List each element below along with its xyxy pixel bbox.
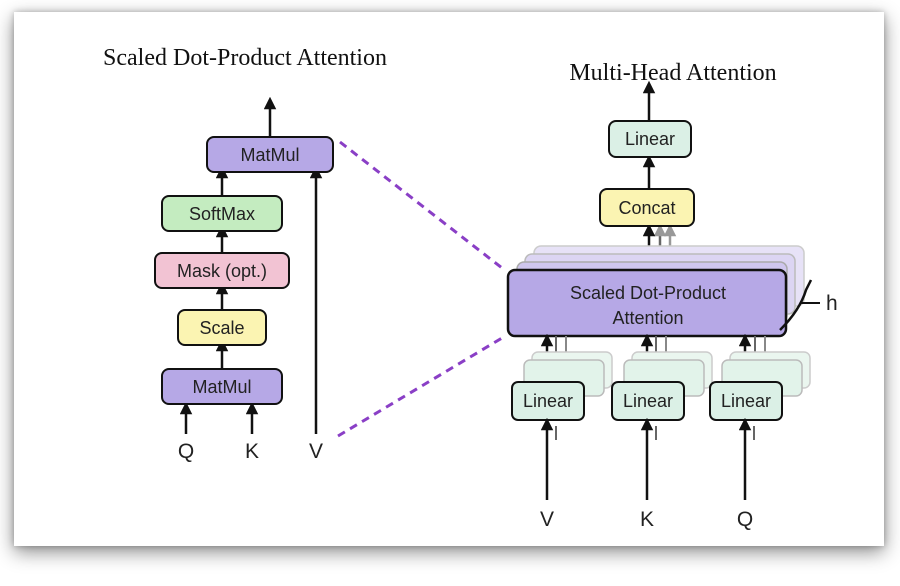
mha-input-k: K <box>640 508 654 531</box>
matmul-top-label: MatMul <box>240 145 299 165</box>
softmax-label: SoftMax <box>189 204 255 224</box>
scale-box <box>177 309 267 346</box>
mha-linear-top-box <box>608 120 692 158</box>
mha-linear-top-label: Linear <box>625 129 675 149</box>
mha-input-q: Q <box>737 508 753 531</box>
right-title: Multi-Head Attention <box>569 60 776 86</box>
scale-label: Scale <box>199 318 244 338</box>
sdpa-input-q: Q <box>178 440 194 463</box>
linear-q-label: Linear <box>721 391 771 411</box>
mha-input-v: V <box>540 508 554 531</box>
mask-label: Mask (opt.) <box>177 261 267 281</box>
mha-sdpa-label-line2: Attention <box>612 308 683 328</box>
h-bracket <box>779 279 813 331</box>
left-title: Scaled Dot-Product Attention <box>103 45 387 71</box>
h-label: h <box>826 292 838 315</box>
dashed-connector-bottom <box>337 336 503 438</box>
mask-box <box>154 252 290 289</box>
concat-label: Concat <box>618 198 675 218</box>
matmul-top-box <box>206 136 334 173</box>
linear-v-label: Linear <box>523 391 573 411</box>
dashed-connector-top <box>339 140 503 270</box>
concat-box <box>599 188 695 227</box>
linear-k-label: Linear <box>623 391 673 411</box>
sdpa-input-k: K <box>245 440 259 463</box>
matmul-bottom-label: MatMul <box>192 377 251 397</box>
mha-sdpa-label-line1: Scaled Dot-Product <box>570 283 726 303</box>
matmul-bottom-box <box>161 368 283 405</box>
softmax-box <box>161 195 283 232</box>
sdpa-input-v: V <box>309 440 323 463</box>
